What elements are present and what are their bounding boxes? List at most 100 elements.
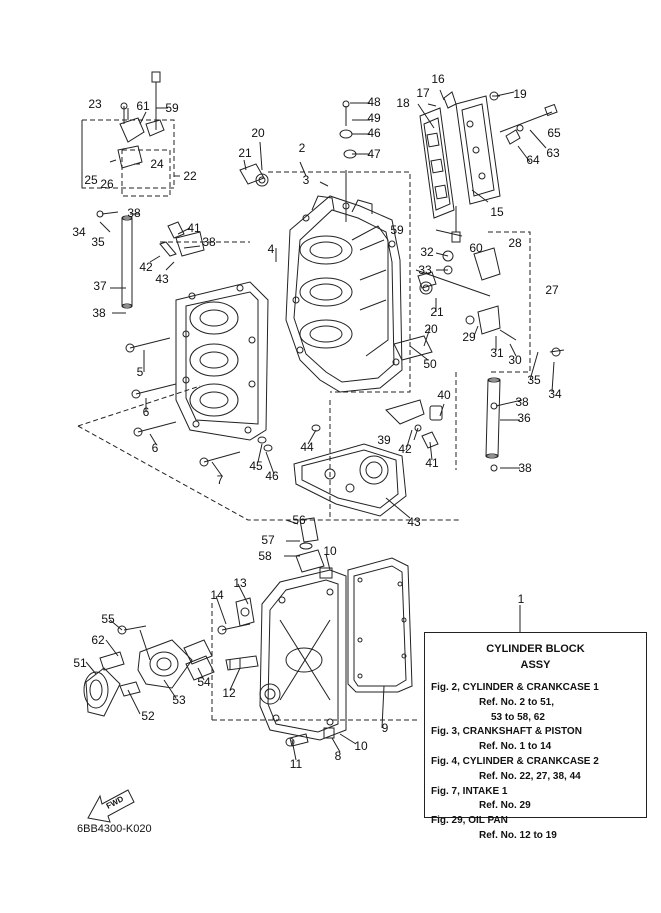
callout-number: 37 (93, 279, 107, 293)
crankcase-block (285, 195, 403, 393)
callout-number: 45 (249, 459, 263, 473)
dashed-group-lines (77, 119, 531, 721)
callout-number: 38 (127, 206, 141, 220)
callout-number: 20 (424, 322, 438, 336)
callout-number: 6 (143, 405, 150, 419)
callout-number: 21 (430, 305, 444, 319)
head-bolts (96, 210, 565, 467)
callout-number: 32 (420, 245, 434, 259)
callout-number: 62 (91, 633, 105, 647)
small-bracket-parts (239, 163, 433, 361)
callout-number: 49 (367, 111, 381, 125)
callout-number: 38 (202, 235, 216, 249)
callout-number: 38 (92, 306, 106, 320)
callout-number: 24 (150, 157, 164, 171)
callout-number: 38 (515, 395, 529, 409)
reference-box: CYLINDER BLOCK ASSY Fig. 2, CYLINDER & C… (424, 632, 647, 841)
reference-line: Ref. No. 22, 27, 38, 44 (479, 770, 581, 782)
callout-number: 4 (268, 242, 275, 256)
callout-number: 29 (462, 330, 476, 344)
reference-line: Fig. 4, CYLINDER & CRANKCASE 2 (431, 755, 599, 767)
callout-number: 38 (518, 461, 532, 475)
callout-number: 19 (513, 87, 527, 101)
callout-number: 14 (210, 588, 224, 602)
callout-number: 34 (548, 387, 562, 401)
reference-title: CYLINDER BLOCK (486, 643, 585, 655)
callout-number: 59 (165, 101, 179, 115)
callout-number: 57 (261, 533, 275, 547)
callout-number: 18 (396, 96, 410, 110)
mount-bracket (159, 221, 443, 449)
callout-number: 30 (508, 353, 522, 367)
callout-number: 42 (139, 260, 153, 274)
callout-number: 20 (251, 126, 265, 140)
exhaust-cover-plates (419, 91, 501, 219)
callout-number: 10 (323, 544, 337, 558)
callout-number: 16 (431, 72, 445, 86)
cylinder-head-gasket (293, 443, 407, 517)
fwd-arrow-icon (87, 789, 135, 823)
callout-number: 35 (527, 373, 541, 387)
callout-number: 56 (292, 513, 306, 527)
callout-number: 26 (100, 177, 114, 191)
callout-number: 22 (183, 169, 197, 183)
water-pipe (485, 377, 501, 472)
callout-number: 6 (152, 441, 159, 455)
callout-number: 34 (72, 225, 86, 239)
callout-number: 25 (84, 173, 98, 187)
callout-number: 63 (546, 146, 560, 160)
callout-number: 8 (335, 749, 342, 763)
callout-number: 23 (88, 97, 102, 111)
callout-number: 47 (367, 147, 381, 161)
o-rings (257, 100, 357, 452)
callout-number: 58 (258, 549, 272, 563)
callout-number: 21 (238, 146, 252, 160)
oil-pan-gasket (347, 557, 413, 693)
callout-number: 33 (418, 263, 432, 277)
callout-number: 5 (137, 365, 144, 379)
callout-number: 53 (172, 693, 186, 707)
callout-number: 10 (354, 739, 368, 753)
callout-number: 2 (299, 141, 306, 155)
cylinder-head-left (175, 281, 269, 441)
reference-line: Fig. 7, INTAKE 1 (431, 785, 508, 797)
callout-number: 1 (518, 592, 525, 606)
callout-number: 7 (217, 473, 224, 487)
reference-line: Ref. No. 12 to 19 (479, 829, 557, 841)
callout-number: 52 (141, 709, 155, 723)
callout-number: 13 (233, 576, 247, 590)
reference-line: Fig. 2, CYLINDER & CRANKCASE 1 (431, 682, 599, 693)
reference-subtitle: ASSY (520, 659, 551, 671)
callout-number: 44 (300, 440, 314, 454)
catalog-number: 6BB4300-K020 (77, 823, 152, 835)
callout-number: 41 (187, 221, 201, 235)
callout-number: 64 (526, 153, 540, 167)
callout-number: 59 (390, 223, 404, 237)
callout-number: 55 (101, 612, 115, 626)
callout-number: 50 (423, 357, 437, 371)
callout-number: 43 (407, 515, 421, 529)
oil-guide-tube (121, 215, 133, 309)
callout-number: 9 (382, 721, 389, 735)
callout-number: 48 (367, 95, 381, 109)
callout-number: 31 (490, 346, 504, 360)
sensor-assembly-top-left (117, 71, 165, 169)
callout-number: 65 (547, 126, 561, 140)
reference-line: Ref. No. 1 to 14 (479, 741, 552, 753)
reference-line: 53 to 58, 62 (491, 711, 545, 723)
callout-number: 36 (517, 411, 531, 425)
callout-labels: 1234566789101011121314151617181920202121… (72, 72, 562, 771)
reference-line: Ref. No. 2 to 51, (479, 696, 555, 708)
callout-number: 42 (398, 442, 412, 456)
callout-number: 61 (136, 99, 150, 113)
reference-line: Ref. No. 29 (479, 800, 531, 812)
reference-line: Fig. 29, OIL PAN (431, 815, 508, 827)
callout-number: 11 (290, 757, 303, 771)
callout-number: 46 (367, 126, 381, 140)
callout-number: 54 (197, 675, 211, 689)
callout-number: 39 (377, 433, 391, 447)
callout-number: 28 (508, 236, 522, 250)
reference-line: Fig. 3, CRANKSHAFT & PISTON (431, 726, 582, 738)
callout-number: 27 (545, 283, 559, 297)
